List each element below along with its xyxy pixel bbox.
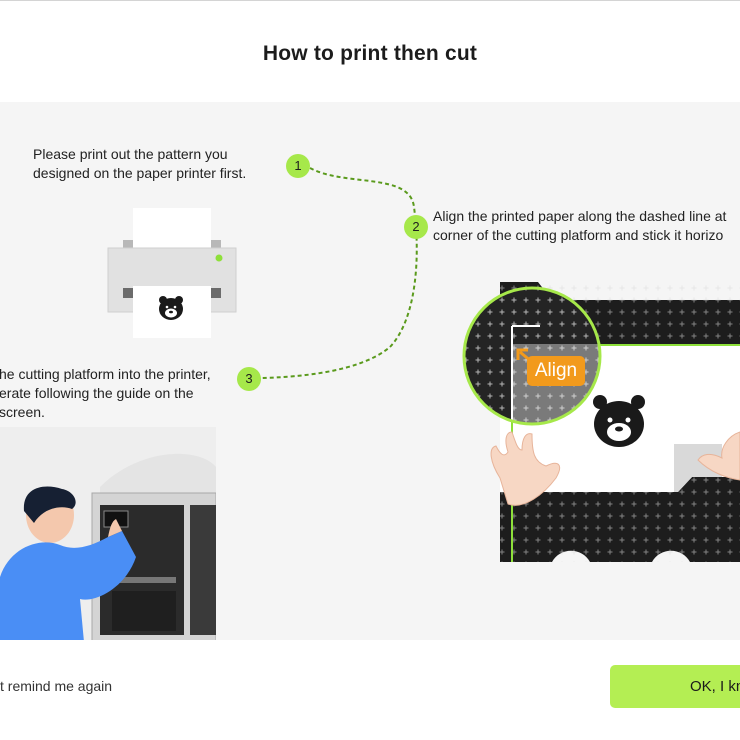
step-3-text: he cutting platform into the printer, er… bbox=[0, 366, 211, 420]
top-divider bbox=[0, 0, 740, 1]
step-1-text: Please print out the pattern you designe… bbox=[33, 146, 247, 181]
step-1-badge: 1 bbox=[286, 154, 310, 178]
align-tag: Align bbox=[527, 356, 585, 386]
cutting-platform-illustration bbox=[462, 282, 740, 562]
ok-button-label: OK, I kn bbox=[690, 678, 740, 695]
align-label: Align bbox=[534, 360, 578, 381]
dashed-connector bbox=[261, 167, 418, 379]
step-2-badge: 2 bbox=[404, 215, 428, 239]
step-2-text: Align the printed paper along the dashed… bbox=[433, 208, 727, 243]
ok-button[interactable]: OK, I kn bbox=[610, 665, 740, 708]
dont-remind-checkbox-label[interactable]: t remind me again bbox=[0, 678, 113, 694]
instruction-panel: Please print out the pattern you designe… bbox=[0, 102, 740, 640]
dialog-title: How to print then cut bbox=[262, 42, 478, 65]
paper-printer-illustration bbox=[107, 208, 237, 338]
step-3-badge: 3 bbox=[237, 367, 261, 391]
printer-operation-illustration bbox=[0, 427, 216, 640]
